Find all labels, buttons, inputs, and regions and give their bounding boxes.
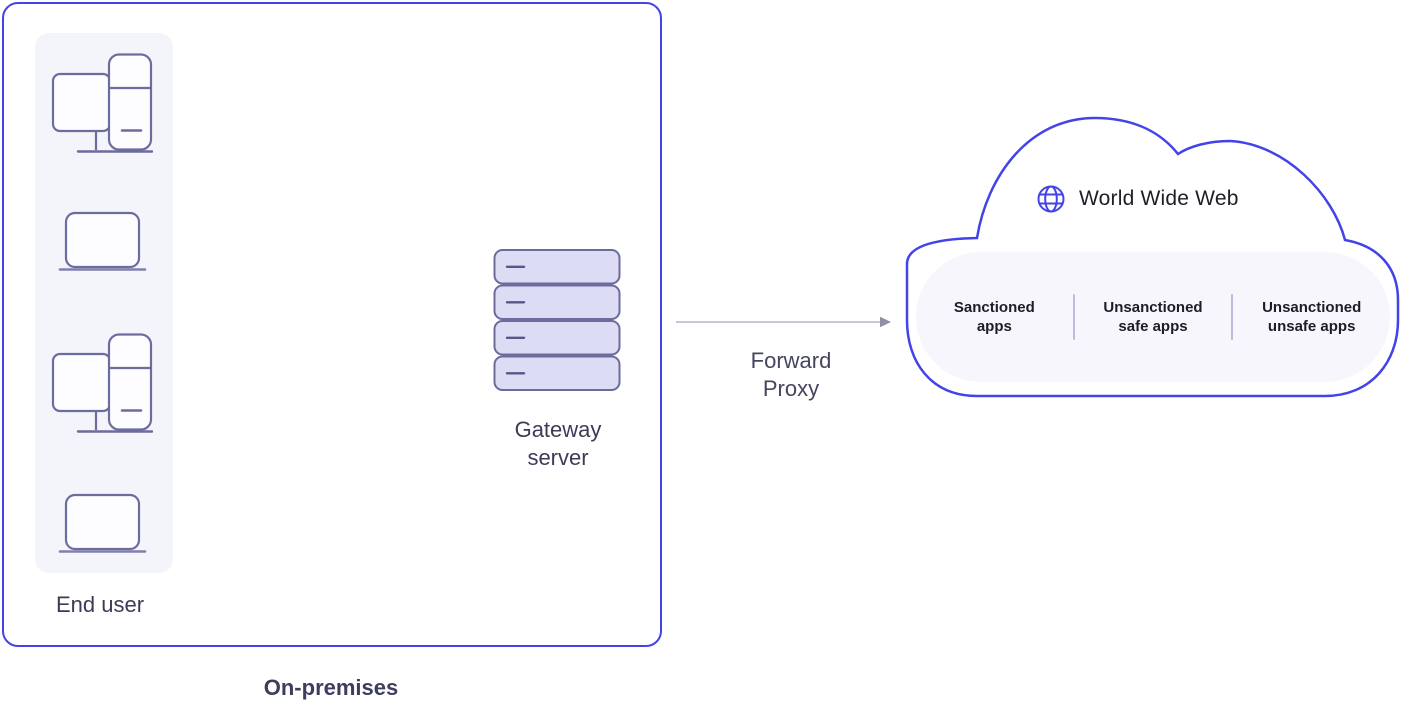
globe-icon [1037,185,1065,213]
unsanctioned-safe-apps-label: Unsanctioned safe apps [1103,299,1203,335]
gateway-server-label: Gateway server [514,417,602,470]
world-wide-web-label: World Wide Web [1079,187,1239,210]
unsanctioned-safe-apps-cell: Unsanctioned safe apps [1075,298,1232,336]
server-stack-icon [493,249,621,391]
sanctioned-apps-label: Sanctioned apps [953,299,1035,335]
sanctioned-apps-cell: Sanctioned apps [916,298,1073,336]
laptop-icon [58,493,147,553]
forward-proxy-arrow-icon [676,316,891,328]
world-wide-web-header: World Wide Web [1036,184,1239,214]
unsanctioned-unsafe-apps-label: Unsanctioned unsafe apps [1262,299,1362,335]
desktop-computer-icon [51,53,153,153]
on-premises-label: On-premises [263,675,399,700]
laptop-icon [58,211,147,271]
pill-divider [1072,294,1075,340]
desktop-computer-icon [51,333,153,433]
pill-divider [1231,294,1234,340]
unsanctioned-unsafe-apps-cell: Unsanctioned unsafe apps [1233,298,1390,336]
end-user-label: End user [56,592,145,617]
forward-proxy-label: Forward Proxy [750,348,832,401]
apps-pill: Sanctioned apps Unsanctioned safe apps U… [916,252,1390,382]
